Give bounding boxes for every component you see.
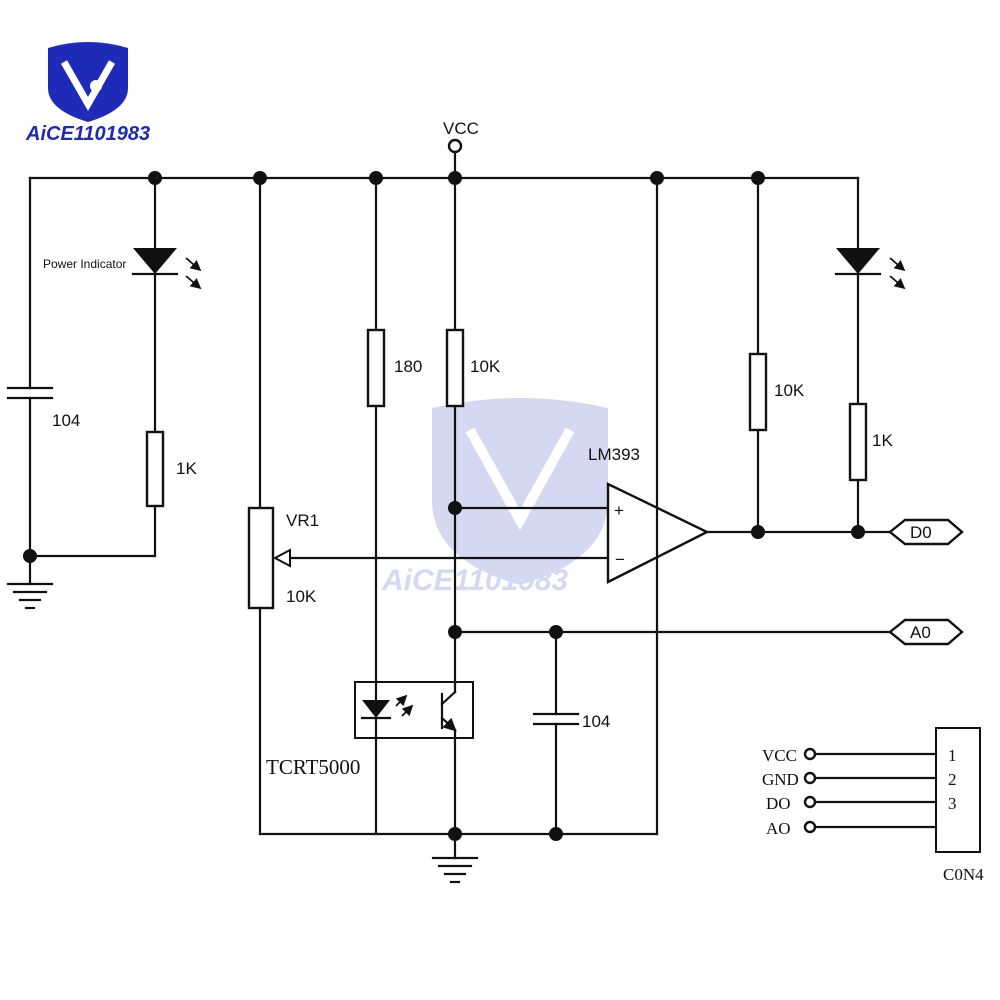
watermark: AiCE1101983	[381, 398, 608, 597]
pin-name: GND	[762, 770, 799, 789]
connector-pin-row: AO	[766, 819, 938, 838]
vcc-terminal: VCC	[443, 119, 479, 180]
potentiometer-vr1: VR1 10K	[247, 176, 610, 836]
sensor-tcrt5000: TCRT5000	[266, 681, 474, 836]
pin-number: 3	[948, 794, 957, 813]
power-led-icon	[133, 248, 177, 274]
pin-number: 2	[948, 770, 957, 789]
comparator-lm393: + − LM393	[588, 445, 892, 584]
connector-con4: C0N4 VCC 1 GND 2 DO 3 AO	[762, 727, 984, 884]
watermark-text: AiCE1101983	[381, 564, 569, 597]
resistor-power-led	[145, 430, 165, 508]
connector-pin-row: GND 2	[762, 770, 957, 789]
r-ir-value: 180	[394, 357, 422, 376]
port-do: D0	[888, 518, 964, 546]
phototransistor-icon	[440, 682, 457, 836]
output-led-icon	[836, 248, 880, 274]
ground-symbol-left	[6, 554, 54, 610]
comparator-minus: −	[615, 550, 625, 569]
ir-led-icon	[362, 700, 390, 718]
resistor-output-pullup: 10K	[748, 176, 805, 534]
connector-pin-row: VCC 1	[762, 746, 957, 765]
pin-number: 1	[948, 746, 957, 765]
comparator-ref: LM393	[588, 445, 640, 464]
c1-value: 104	[52, 411, 80, 430]
power-indicator-label: Power Indicator	[43, 257, 126, 271]
r-out-pullup-value: 10K	[774, 381, 805, 400]
output-led-branch: 1K	[834, 176, 906, 534]
capacitor-c2: 104	[532, 630, 610, 836]
port-ao-label: A0	[910, 623, 931, 642]
r-power-led-value: 1K	[176, 459, 197, 478]
comparator-plus: +	[614, 501, 624, 520]
r-pullup-value: 10K	[470, 357, 501, 376]
vr1-value: 10K	[286, 587, 317, 606]
vr1-ref: VR1	[286, 511, 319, 530]
connector-ref: C0N4	[943, 865, 984, 884]
pin-name: AO	[766, 819, 791, 838]
ground-symbol-bottom	[431, 832, 479, 884]
sensor-ref: TCRT5000	[266, 755, 360, 779]
resistor-180-branch: 180	[366, 176, 422, 702]
logo-text: AiCE1101983	[25, 123, 150, 145]
connector-pin-row: DO 3	[766, 794, 957, 813]
power-led-branch: Power Indicator 1K	[28, 176, 202, 558]
wiper-arrow-icon	[272, 548, 291, 568]
r-led-out-value: 1K	[872, 431, 893, 450]
c2-value: 104	[582, 712, 610, 731]
pin-name: VCC	[762, 746, 797, 765]
capacitor-c1: 104	[6, 176, 80, 558]
pin-name: DO	[766, 794, 791, 813]
port-do-label: D0	[910, 523, 932, 542]
junction-dots	[23, 171, 865, 841]
vcc-label: VCC	[443, 119, 479, 138]
brand-logo: AiCE1101983	[25, 42, 150, 145]
port-ao: A0	[888, 618, 964, 646]
watermark-shield-icon	[432, 398, 608, 585]
